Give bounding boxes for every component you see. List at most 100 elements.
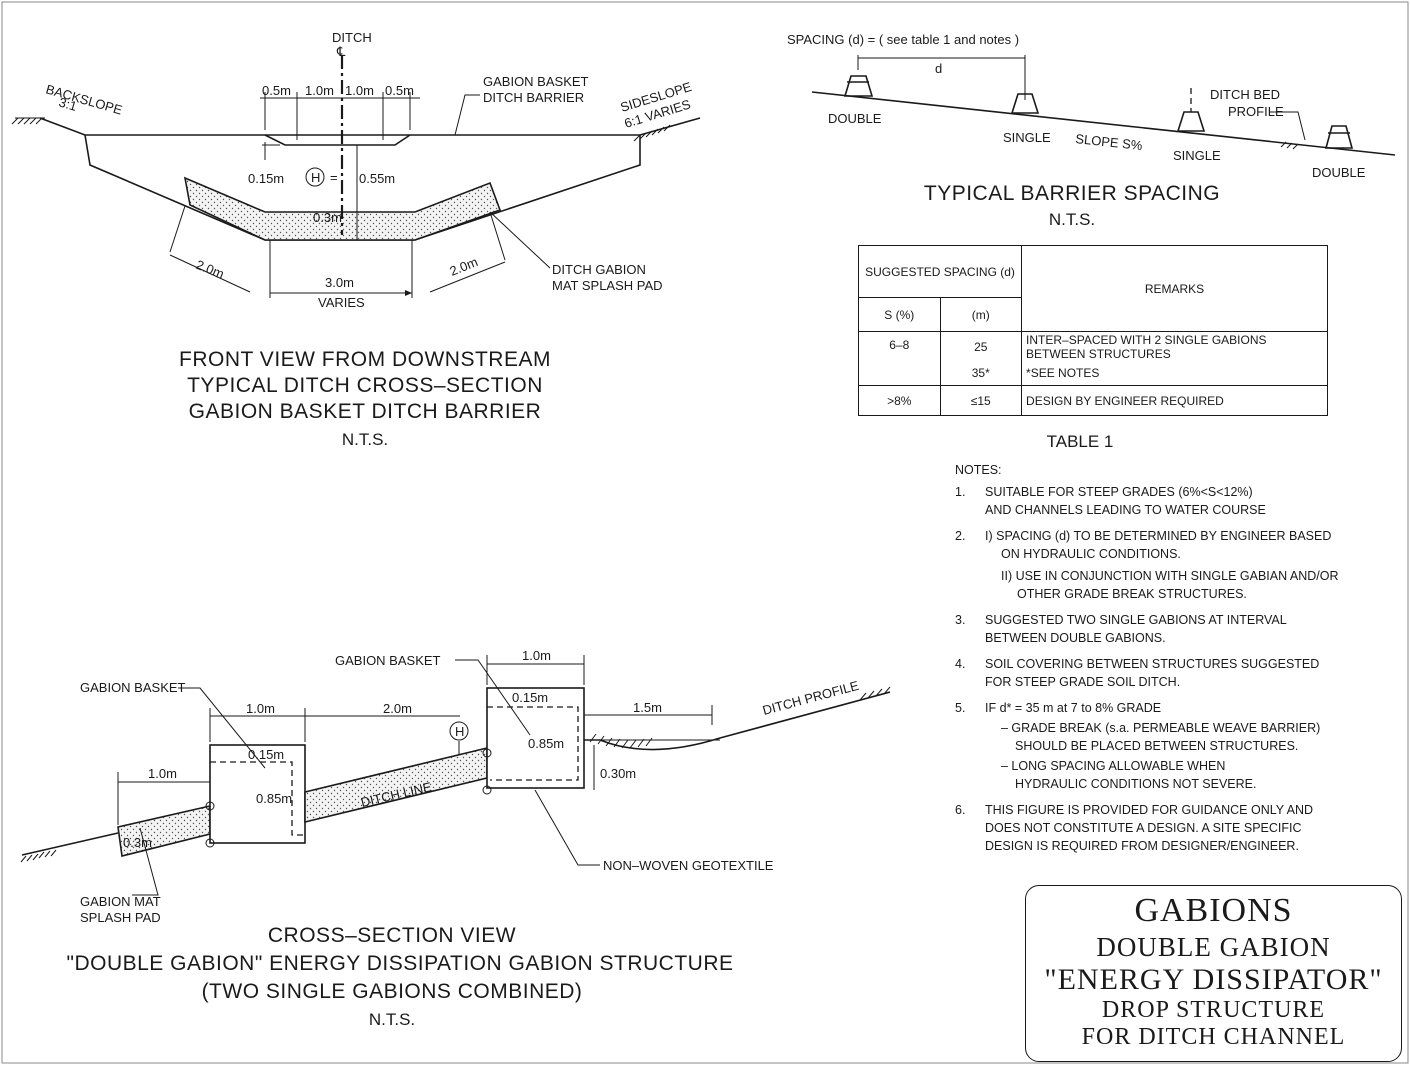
cell-r3-remark: DESIGN BY ENGINEER REQUIRED [1021,385,1328,416]
note-text: SHOULD BE PLACED BETWEEN STRUCTURES. [1015,739,1299,753]
dim-0.85m-left: 0.85m [256,791,292,806]
title-ditch-channel: FOR DITCH CHANNEL [1081,1024,1346,1050]
dim-0.85m-right: 0.85m [528,736,564,751]
th-spacing: SUGGESTED SPACING (d) [857,245,1023,298]
dim-0.30m: 0.30m [600,766,636,781]
gabion-box-lower [209,744,306,844]
note-text: AND CHANNELS LEADING TO WATER COURSE [985,503,1266,517]
note-number: 6. [955,803,966,817]
barrier-spacing-diagram [811,55,1396,156]
cross-title-2: "DOUBLE GABION" ENERGY DISSIPATION GABIO… [66,952,733,975]
barrier-single-2 [1176,111,1206,132]
varies-label: VARIES [318,295,365,310]
ditch-label: DITCH [332,30,372,45]
barrier-single-1 [1010,93,1040,114]
cross-title-1: CROSS–SECTION VIEW [268,924,516,947]
dim-0.3m: 0.3m [313,210,342,225]
slope-label: SLOPE S% [1075,131,1144,153]
dim-0.55m: 0.55m [359,171,395,186]
note-text: II) USE IN CONJUNCTION WITH SINGLE GABIA… [1001,569,1339,583]
dim-0.3m-pad: 0.3m [123,835,152,850]
note-number: 3. [955,613,966,627]
cell-r3-m: ≤15 [939,385,1023,416]
dim-1.5m: 1.5m [633,700,662,715]
note-text: IF d* = 35 m at 7 to 8% GRADE [985,701,1162,715]
note-text: SOIL COVERING BETWEEN STRUCTURES SUGGEST… [985,657,1320,671]
cell-r2-remark: *SEE NOTES [1021,361,1328,386]
title-gabions: GABIONS [1134,892,1293,929]
geotextile-label: NON–WOVEN GEOTEXTILE [603,858,774,873]
cross-title-3: (TWO SINGLE GABIONS COMBINED) [202,980,583,1003]
note-text: SUITABLE FOR STEEP GRADES (6%<S<12%) [985,485,1253,499]
pad-label-1: DITCH GABION [552,262,646,277]
note-number: 4. [955,657,966,671]
th-m: (m) [939,297,1023,332]
notes-block: NOTES: 1. SUITABLE FOR STEEP GRADES (6%<… [955,462,1405,864]
note-text: THIS FIGURE IS PROVIDED FOR GUIDANCE ONL… [985,803,1314,817]
cell-r2-m: 35* [939,361,1023,386]
title-energy-dissipator: "ENERGY DISSIPATOR" [1044,963,1383,996]
cross-nts: N.T.S. [369,1010,415,1029]
note-number: 5. [955,701,966,715]
note-text: – LONG SPACING ALLOWABLE WHEN [1001,759,1226,773]
note-3: 3. SUGGESTED TWO SINGLE GABIONS AT INTER… [955,612,1405,648]
barrier-double-left [843,75,874,97]
dim-1.0m-mid: 1.0m [246,701,275,716]
note-4: 4. SOIL COVERING BETWEEN STRUCTURES SUGG… [955,656,1405,692]
notes-heading: NOTES: [955,463,1002,477]
dim-3.0m: 3.0m [325,275,354,290]
title-block: GABIONS DOUBLE GABION "ENERGY DISSIPATOR… [1025,885,1402,1062]
dim-1.0m-left: 1.0m [148,766,177,781]
dim-0.15m: 0.15m [248,171,284,186]
double-left-label: DOUBLE [828,111,882,126]
note-text: DESIGN IS REQUIRED FROM DESIGNER/ENGINEE… [985,839,1299,853]
cell-r1-remark: INTER–SPACED WITH 2 SINGLE GABIONS BETWE… [1021,331,1328,362]
dim-0.15m-left: 0.15m [248,747,284,762]
dim-1.0m-top: 1.0m [522,648,551,663]
note-2: 2. I) SPACING (d) TO BE DETERMINED BY EN… [955,528,1405,604]
centerline-symbol: ℄ [336,44,346,59]
h-symbol: H [311,170,320,185]
dim-2.0m-right: 2.0m [448,254,480,279]
spacing-nts: N.T.S. [1049,210,1095,229]
dim-1.0m-right: 1.0m [345,83,374,98]
front-nts: N.T.S. [342,430,388,449]
note-number: 1. [955,485,966,499]
title-drop-structure: DROP STRUCTURE [1101,997,1326,1023]
d-label: d [935,61,942,76]
cross-section-diagram [20,655,891,896]
h-equals: = [330,170,338,185]
ground-left [21,832,119,856]
front-title-1: FRONT VIEW FROM DOWNSTREAM [179,348,551,371]
h-symbol-cross: H [455,724,464,739]
note-5: 5. IF d* = 35 m at 7 to 8% GRADE – GRADE… [955,700,1405,794]
table-caption: TABLE 1 [1046,432,1114,451]
dim-0.5m-left: 0.5m [262,83,291,98]
barrier-label-2: DITCH BARRIER [483,90,584,105]
th-remarks: REMARKS [1021,245,1328,332]
double-right-label: DOUBLE [1312,165,1366,180]
ditch-profile-label: DITCH PROFILE [761,678,861,718]
ground-line [39,117,701,136]
front-title-2: TYPICAL DITCH CROSS–SECTION [187,374,543,397]
ditch-profile [584,691,891,751]
backslope-label: BACKSLOPE [44,81,124,117]
note-text: SUGGESTED TWO SINGLE GABIONS AT INTERVAL [985,613,1287,627]
dim-0.15m-right: 0.15m [512,690,548,705]
ditch-bed-label-1: DITCH BED [1210,87,1280,102]
barrier-notch [264,134,411,146]
single-2-label: SINGLE [1173,148,1221,163]
ditch-bed-label-2: PROFILE [1228,104,1284,119]
dim-1.0m-left: 1.0m [305,83,334,98]
dim-2.0m: 2.0m [383,701,412,716]
cell-r1-m: 25 [939,331,1023,362]
gabion-box-upper [486,687,585,789]
barrier-label-1: GABION BASKET [483,74,589,89]
gabion-basket-top-label: GABION BASKET [335,653,441,668]
gabion-basket-left-label: GABION BASKET [80,680,186,695]
front-title-3: GABION BASKET DITCH BARRIER [189,400,542,423]
note-text: OTHER GRADE BREAK STRUCTURES. [1017,587,1247,601]
